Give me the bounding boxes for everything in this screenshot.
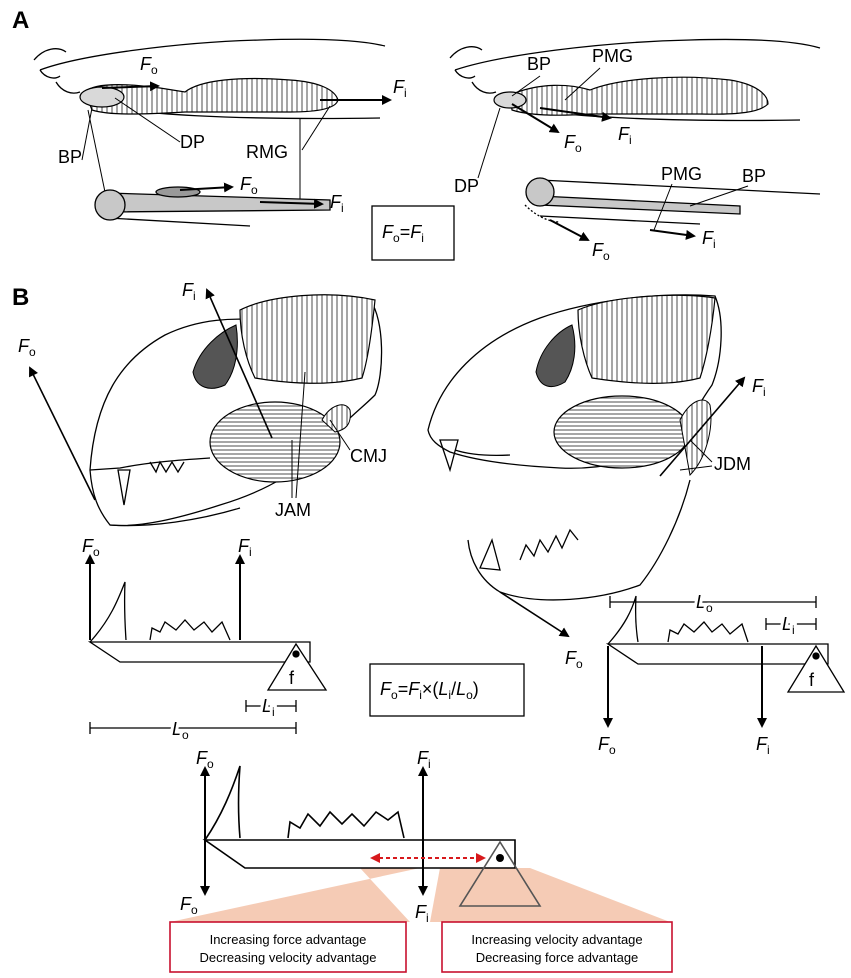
jdm-muscle [680, 400, 711, 475]
orbit-closed [193, 325, 237, 388]
label-fo-lever-a-left: Fo [240, 174, 258, 197]
panel-label-b: B [12, 284, 29, 311]
dimension-lo-open [610, 596, 816, 608]
label-fi-lever-a-left: Fi [330, 192, 344, 215]
masseter-open [554, 396, 690, 468]
label-fo-a-left: Fo [140, 54, 158, 77]
label-fi-lever-open: Fi [756, 734, 770, 757]
label-fi-down-summary: Fi [415, 902, 429, 925]
orbit-open [536, 325, 575, 387]
muscle-a-left [80, 79, 338, 115]
label-cmj: CMJ [350, 446, 387, 466]
label-dp-a-right: DP [454, 176, 479, 196]
muscle-a-right [494, 77, 768, 115]
label-fi-a-left: Fi [393, 77, 407, 100]
label-fi-up-summary: Fi [417, 748, 431, 771]
label-fo-lever-closed: Fo [82, 536, 100, 559]
legend-force-line1: Increasing force advantage [210, 932, 367, 947]
label-fo-skull-open: Fo [565, 648, 583, 671]
equation-1: Fo=Fi [382, 222, 424, 245]
label-lo-open: Lo [696, 592, 713, 615]
label-fo-down-summary: Fo [180, 894, 198, 917]
dimension-lo-closed [90, 722, 296, 734]
label-li-open: Li [782, 614, 795, 637]
label-li-closed: Li [262, 696, 275, 719]
label-bp-a-left: BP [58, 147, 82, 167]
lever-a-right [525, 178, 820, 224]
label-jdm: JDM [714, 454, 751, 474]
legend-velocity-line1: Increasing velocity advantage [471, 932, 642, 947]
label-pmg-a-right: PMG [592, 46, 633, 66]
label-dp-a-left: DP [180, 132, 205, 152]
leader-bp-a-left [82, 108, 92, 160]
label-jam: JAM [275, 500, 311, 520]
label-rmg-a-left: RMG [246, 142, 288, 162]
legend-velocity-line2: Decreasing force advantage [476, 950, 639, 965]
advantage-wedge-left [170, 868, 420, 922]
label-lo-closed: Lo [172, 719, 189, 742]
leader-rmg-a-left [302, 106, 330, 150]
arrow-fo-lever-a-right [550, 220, 588, 240]
label-fi-lever-closed: Fi [238, 536, 252, 559]
label-fi-skull-open: Fi [752, 376, 766, 399]
arrow-fi-lever-a-right [650, 230, 694, 236]
masseter-closed [210, 402, 340, 482]
temporalis-open [578, 295, 715, 383]
leader-dp-a-right [478, 108, 500, 178]
arrow-fo-skull-closed [30, 368, 95, 500]
label-pmg-lever-a-right: PMG [661, 164, 702, 184]
label-fo-lever-open: Fo [598, 734, 616, 757]
lever-a-left [88, 110, 330, 226]
label-fi-lever-a-right: Fi [702, 228, 716, 251]
label-bp-lever-a-right: BP [742, 166, 766, 186]
panel-label-a: A [12, 7, 29, 34]
label-fi-skull-closed: Fi [182, 280, 196, 303]
label-fi-a-right: Fi [618, 124, 632, 147]
legend-force-line2: Decreasing velocity advantage [199, 950, 376, 965]
label-fo-lever-a-right: Fo [592, 240, 610, 263]
label-fo-a-right: Fo [564, 132, 582, 155]
label-bp-a-right: BP [527, 54, 551, 74]
label-fo-up-summary: Fo [196, 748, 214, 771]
label-fo-skull-closed: Fo [18, 336, 36, 359]
temporalis-closed [240, 295, 375, 383]
